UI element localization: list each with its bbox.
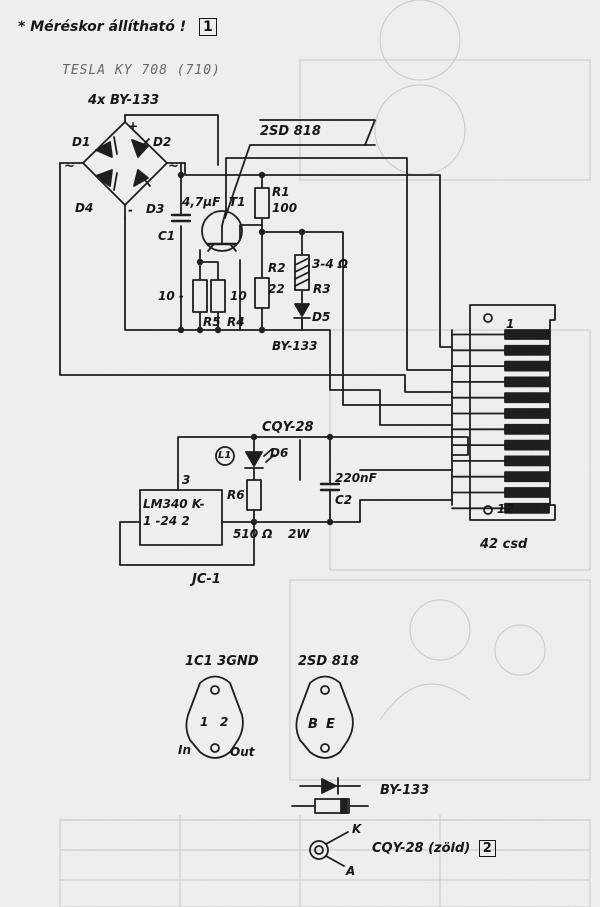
- transistor-pinout-title: 2SD 818: [298, 654, 359, 669]
- connector-label: 42 csd: [480, 537, 528, 552]
- note-badge: 1: [198, 18, 217, 36]
- ic-pin2: 2: [220, 715, 229, 729]
- r4-label: R4: [227, 315, 245, 329]
- regulator-label-1: LM340 K-: [143, 497, 205, 511]
- r3-value: 3-4 Ω: [312, 257, 349, 271]
- legend-led-entry: CQY-28 (zöld) 2: [372, 840, 496, 857]
- r2-value: 22: [268, 282, 285, 296]
- c2-value: 220nF: [335, 471, 377, 485]
- legend-diode-label: BY-133: [380, 783, 430, 798]
- c1-value: 4,7µF: [182, 195, 221, 209]
- c2-label: C2: [335, 493, 353, 507]
- transistor-pin-e: E: [326, 717, 335, 732]
- d5-label: D5: [312, 310, 331, 324]
- bridge-minus: -: [128, 203, 133, 217]
- bridge-plus: +: [128, 119, 139, 133]
- r2-label: R2: [268, 261, 286, 275]
- legend-k-label: K: [352, 822, 362, 836]
- d4-label: D4: [75, 201, 94, 215]
- led-marker-label: L1: [218, 450, 232, 461]
- led-type-label: CQY-28: [262, 420, 314, 435]
- legend-a-label: A: [346, 864, 356, 878]
- transistor-callout-label: 2SD 818: [260, 124, 321, 139]
- r5-label: R5: [203, 315, 221, 329]
- d5-type: BY-133: [272, 339, 318, 353]
- d1-label: D1: [72, 135, 91, 149]
- r4-value: 10: [230, 289, 247, 303]
- ac-right: ~: [168, 159, 179, 174]
- r6-power: 2W: [288, 527, 310, 541]
- regulator-name: JC-1: [192, 572, 221, 587]
- c1-label: C1: [158, 229, 176, 243]
- r3-label: R3: [313, 282, 331, 296]
- bridge-type-label: 4x BY-133: [88, 93, 160, 108]
- connector-pin-last: 12: [497, 502, 514, 516]
- r1-label: R1: [272, 185, 290, 199]
- regulator-label-2: 1 -24 2: [143, 514, 190, 528]
- d2-label: D2: [153, 135, 172, 149]
- regulator-pin3: 3: [182, 473, 191, 487]
- d3-label: D3: [146, 202, 165, 216]
- note-text: * Méréskor állítható !: [18, 19, 187, 35]
- measurement-note: * Méréskor állítható ! 1: [18, 18, 217, 36]
- handwritten-tesla-ref: TESLA KY 708 (710): [62, 63, 221, 78]
- r5-value: 10 -: [158, 289, 184, 303]
- ac-left: ~: [64, 159, 75, 174]
- legend-led-badge: 2: [478, 840, 496, 857]
- ic-pinout-title: 1C1 3GND: [185, 654, 259, 669]
- r6-label: R6: [227, 488, 245, 502]
- d6-label: D6: [270, 446, 289, 460]
- connector-pin-first: 1: [506, 317, 515, 331]
- transistor-pin-b: B: [308, 717, 318, 732]
- r1-value: 100: [272, 201, 298, 215]
- r6-value: 510 Ω: [233, 527, 273, 541]
- ic-out-label: Out: [230, 745, 255, 759]
- t1-label: T1: [229, 195, 246, 209]
- ic-pin1: 1: [200, 715, 209, 729]
- legend-led-label: CQY-28 (zöld): [372, 841, 471, 856]
- ic-in-label: In: [178, 743, 192, 757]
